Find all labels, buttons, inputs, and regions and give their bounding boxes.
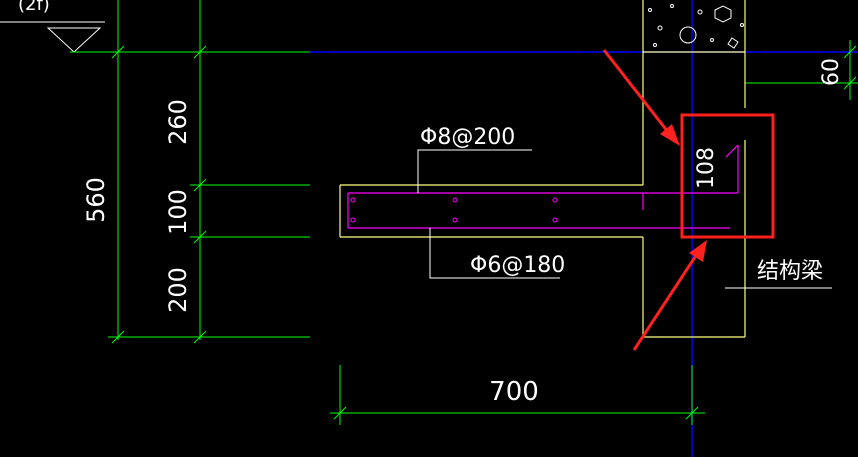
left-dimension-lines bbox=[70, 0, 310, 344]
dimension-width: 700 bbox=[489, 377, 539, 407]
dimension-right: 60 bbox=[819, 58, 844, 86]
rebar bbox=[347, 144, 739, 229]
rebar-top-label: Φ8@200 bbox=[420, 125, 515, 150]
elevation-marker-icon bbox=[0, 21, 105, 53]
rebar-bottom-label: Φ6@180 bbox=[470, 253, 565, 278]
arrow-down-icon bbox=[602, 49, 680, 146]
highlight-dimension: 108 bbox=[694, 147, 719, 189]
top-left-label: (2f) bbox=[18, 0, 50, 15]
right-dimension-line bbox=[745, 40, 858, 100]
dimension-lower: 200 bbox=[164, 267, 192, 313]
dimension-middle: 100 bbox=[164, 189, 192, 235]
concrete-hatch bbox=[648, 4, 744, 49]
highlight-box bbox=[680, 113, 775, 239]
beam-label: 结构梁 bbox=[757, 259, 823, 284]
dimension-total: 560 bbox=[82, 177, 110, 223]
slab-outline bbox=[339, 184, 643, 238]
rebar-dots bbox=[350, 197, 558, 223]
rebar-leaders bbox=[417, 149, 560, 279]
arrow-up-icon bbox=[632, 240, 707, 351]
bottom-dimension-line bbox=[330, 365, 705, 425]
dimension-upper: 260 bbox=[164, 99, 192, 145]
